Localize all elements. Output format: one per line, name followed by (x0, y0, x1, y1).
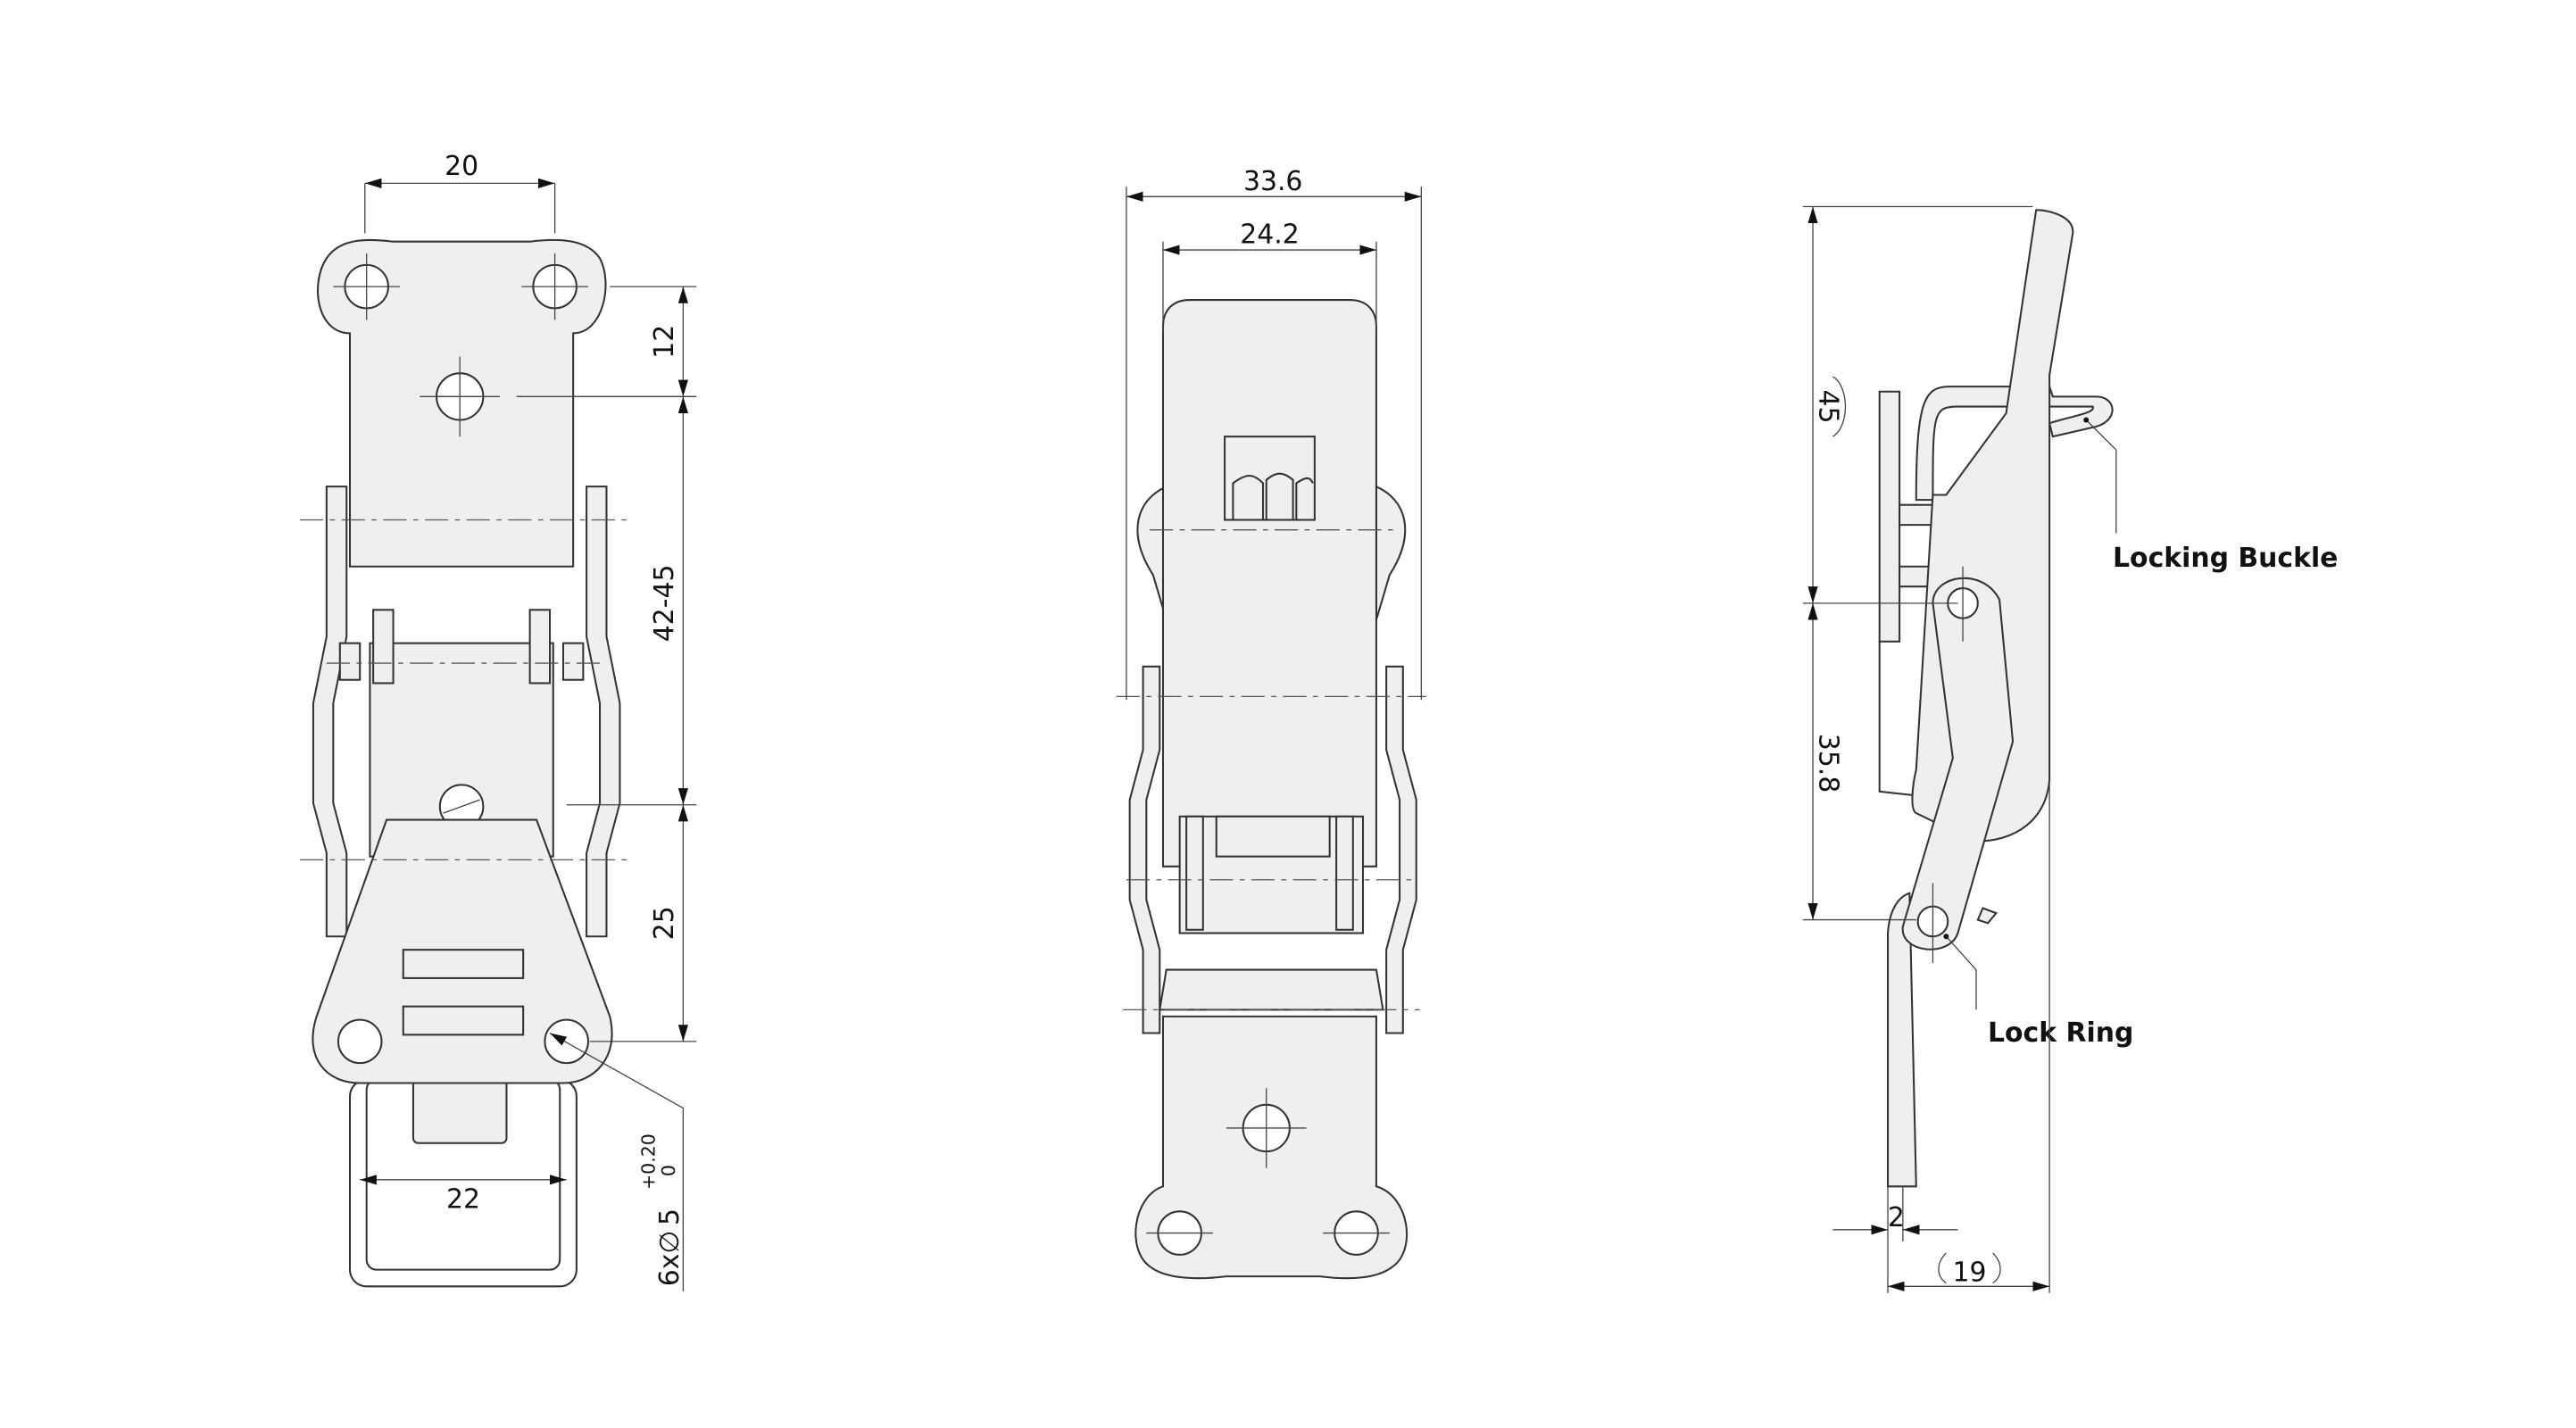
dim-adjust-range: 42-45 (649, 564, 680, 642)
mount-hole (337, 1018, 383, 1065)
hook-bar (1159, 968, 1384, 1011)
dim-lower-height: 35.8 (1812, 734, 1843, 793)
dim-depth: 19 (1953, 1258, 1987, 1289)
back-view: 33.6 24.2 (1116, 166, 1426, 1280)
slot (402, 949, 525, 979)
locking-buckle (1915, 386, 2114, 502)
dim-overall-width: 33.6 (1243, 166, 1302, 197)
slot (402, 1005, 525, 1036)
label-lock-ring: Lock Ring (1988, 1017, 2133, 1049)
dim-top-width: 20 (445, 151, 478, 182)
front-view: 20 12 42-45 25 22 6x∅5 +0.20 0 (300, 151, 697, 1291)
svg-text:+0.20: +0.20 (638, 1133, 660, 1190)
side-view: Locking Buckle Lock Ring 45 35.8 2 19 (1802, 205, 2338, 1293)
dim-hole-offset: 12 (649, 325, 680, 359)
label-locking-buckle: Locking Buckle (2113, 543, 2338, 574)
hole-spec: 6x∅5 +0.20 0 (638, 1133, 686, 1286)
dim-lever-width: 24.2 (1240, 220, 1299, 251)
loop-tab (411, 1078, 508, 1144)
svg-text:0: 0 (658, 1165, 679, 1176)
dim-thickness: 2 (1888, 1202, 1905, 1233)
dim-upper-height: 45 (1812, 390, 1843, 424)
svg-text:6x∅5: 6x∅5 (654, 1208, 686, 1286)
mount-hole (544, 1018, 589, 1065)
base-plate (1878, 390, 1901, 643)
dim-loop-width: 22 (446, 1184, 480, 1216)
lock-ring-arm (1901, 577, 2015, 951)
lever (1161, 299, 1377, 868)
dim-lower: 25 (649, 906, 680, 940)
